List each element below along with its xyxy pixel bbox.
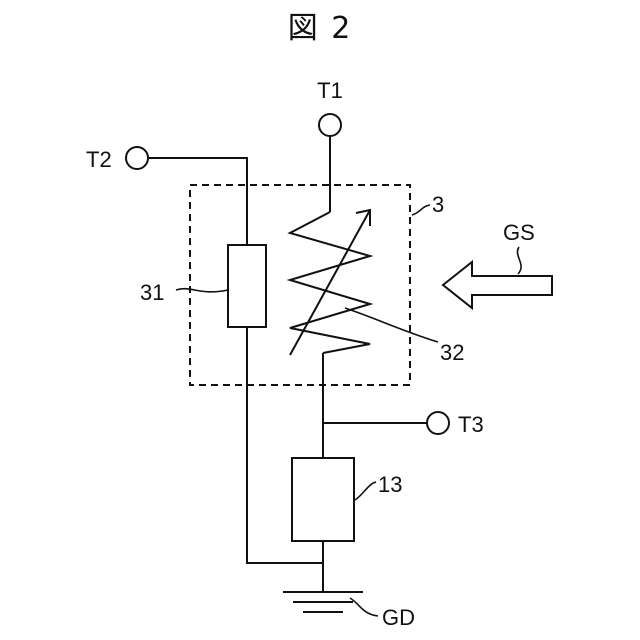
gas-leader-line — [517, 247, 521, 274]
resistor-13-label: 13 — [378, 472, 402, 497]
terminal-t2 — [126, 147, 148, 169]
resistor-13-leader-line — [355, 482, 376, 500]
terminal-t1-label: T1 — [317, 78, 343, 103]
resistor-31 — [228, 245, 266, 327]
ground-symbol — [283, 592, 363, 612]
ground-leader-line — [350, 598, 378, 616]
ground-label: GD — [382, 605, 415, 630]
resistor-31-leader-line — [176, 289, 228, 292]
gas-input-arrow — [443, 262, 552, 308]
resistor-13 — [292, 458, 354, 541]
terminal-t1 — [319, 114, 341, 136]
wire-t2-to-resistor-31 — [148, 158, 247, 245]
module-label: 3 — [432, 192, 444, 217]
terminal-t3-label: T3 — [458, 412, 484, 437]
gas-label: GS — [503, 220, 535, 245]
sensor-module-box — [190, 185, 410, 385]
variable-resistor-leader-line — [345, 308, 438, 342]
variable-resistor-arrow — [290, 210, 370, 355]
figure-title: 図 2 — [288, 11, 353, 46]
terminal-t2-label: T2 — [86, 147, 112, 172]
resistor-31-label: 31 — [140, 280, 164, 305]
module-leader-line — [412, 205, 430, 215]
variable-resistor-32-label: 32 — [440, 340, 464, 365]
terminal-t3 — [427, 412, 449, 434]
